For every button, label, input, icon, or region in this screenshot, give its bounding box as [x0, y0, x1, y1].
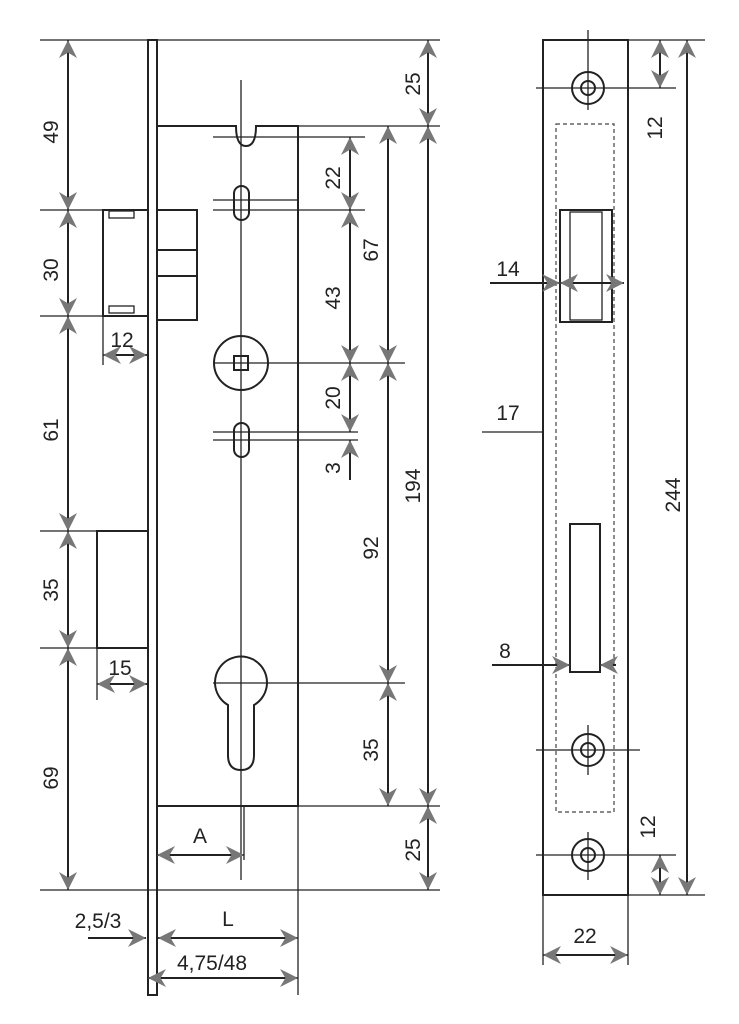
lock-case [156, 125, 299, 807]
dim-17: 17 [496, 402, 519, 425]
dim-92: 92 [360, 536, 383, 559]
strike-plate-body [542, 39, 629, 896]
dim-width: 4,75/48 [177, 952, 247, 975]
screw-slot-top [233, 185, 250, 221]
dim-backset: A [193, 825, 207, 848]
dim-20: 20 [322, 386, 345, 409]
dim-49: 49 [40, 120, 63, 143]
dim-3: 3 [322, 462, 345, 474]
dim-strike-bottom: 12 [637, 815, 660, 838]
lock-body [96, 39, 299, 996]
latch-block [156, 209, 198, 321]
extension-lines [40, 39, 440, 995]
dimension-lines [59, 40, 437, 987]
strike-dimension-lines [490, 40, 696, 964]
dim-22: 22 [322, 166, 345, 189]
dim-length: L [222, 908, 234, 931]
dim-25-top: 25 [402, 72, 425, 95]
dim-latch-depth: 12 [110, 329, 133, 352]
dim-strike-width: 22 [573, 925, 596, 948]
dim-69: 69 [40, 766, 63, 789]
dim-14: 14 [496, 258, 520, 281]
dim-bolt-depth: 15 [108, 657, 131, 680]
strike-extension-lines [482, 30, 705, 965]
dim-8: 8 [499, 640, 511, 663]
latch [102, 209, 149, 317]
dim-35-cyl: 35 [360, 738, 383, 761]
strike-plate [542, 39, 629, 896]
cylinder-hole [214, 655, 268, 772]
dim-244: 244 [662, 477, 685, 512]
bolt-opening [569, 523, 601, 673]
latch-opening [559, 209, 613, 323]
dim-30: 30 [40, 258, 63, 281]
dim-194: 194 [402, 468, 425, 503]
dim-61: 61 [40, 418, 63, 441]
lock-dimension-labels: 49 30 61 35 69 12 15 22 43 20 3 67 92 35… [40, 72, 425, 975]
deadbolt [96, 530, 149, 649]
dim-strike-top: 12 [644, 116, 667, 139]
dim-43: 43 [322, 286, 345, 309]
hidden-outline [555, 123, 615, 813]
forend-plate [147, 39, 158, 996]
dim-25-bottom: 25 [402, 838, 425, 861]
strike-dimension-labels: 12 12 244 22 14 17 8 [496, 116, 685, 948]
dim-67: 67 [360, 238, 383, 261]
dim-35-bolt: 35 [40, 578, 63, 601]
dim-plate-thickness: 2,5/3 [75, 910, 122, 933]
